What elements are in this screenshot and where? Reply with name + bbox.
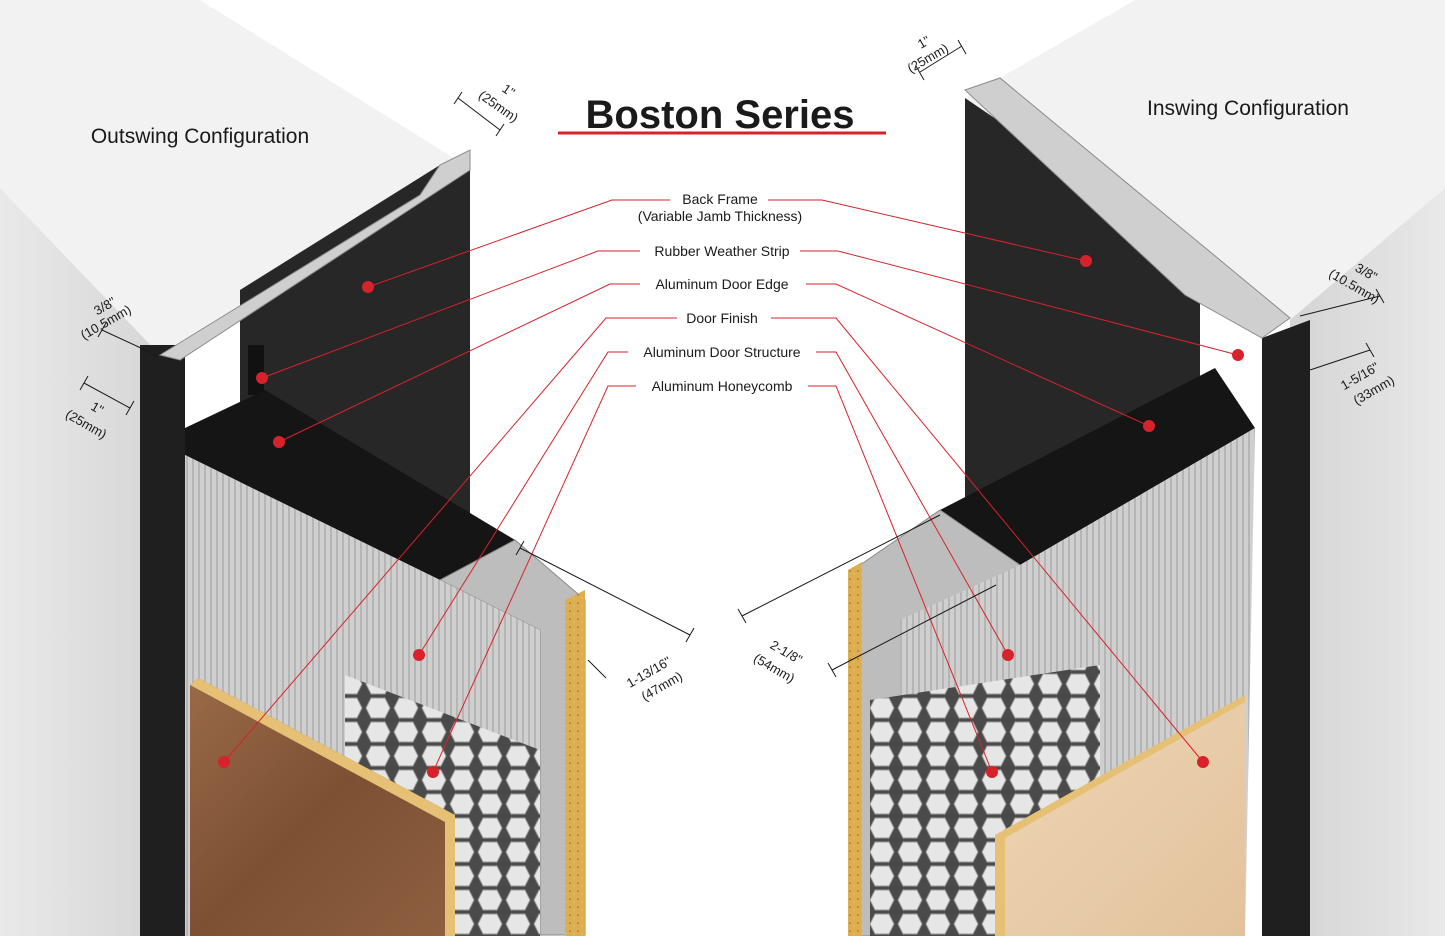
callout-door-finish: Door Finish: [686, 310, 758, 326]
dot-honeycomb-right: [986, 766, 998, 778]
left-core-edge: [565, 590, 585, 936]
leader-structure-left: [418, 351, 628, 656]
diagram-title: Boston Series: [586, 93, 855, 137]
leader-honeycomb-left: [432, 385, 636, 773]
dot-finish-right: [1197, 756, 1209, 768]
dot-back-frame-left: [362, 281, 374, 293]
inswing-assembly: [848, 0, 1445, 936]
leader-back-frame-right: [768, 199, 1087, 262]
dim-left-top-mm: (25mm): [476, 87, 521, 125]
dot-finish-left: [218, 756, 230, 768]
left-jamb: [140, 345, 185, 936]
right-frame-profile: [964, 77, 1291, 339]
callout-dots: [218, 255, 1244, 778]
left-weather-strip: [248, 345, 264, 395]
leader-weather-strip-right: [800, 250, 1239, 356]
callout-back-frame-sub: (Variable Jamb Thickness): [638, 208, 802, 224]
dot-structure-right: [1002, 649, 1014, 661]
dot-weather-strip-left: [256, 372, 268, 384]
callout-door-edge: Aluminum Door Edge: [655, 276, 788, 292]
dim-left-top-in: 1": [499, 81, 518, 100]
right-door-finish: [1005, 700, 1245, 936]
dot-door-edge-left: [273, 436, 285, 448]
leader-door-edge-right: [806, 283, 1150, 427]
leader-weather-strip-left: [261, 250, 640, 379]
left-wall-top: [0, 0, 470, 355]
callout-door-structure: Aluminum Door Structure: [643, 344, 800, 360]
dot-door-edge-right: [1143, 420, 1155, 432]
dimension-lines: [79, 39, 1385, 679]
leader-honeycomb-right: [808, 385, 993, 773]
left-frame-profile: [158, 149, 471, 361]
leader-lines: [223, 199, 1239, 773]
leader-door-finish-left: [223, 317, 677, 763]
right-jamb: [1262, 320, 1310, 936]
callout-back-frame: Back Frame: [682, 191, 758, 207]
inswing-label: Inswing Configuration: [1147, 97, 1349, 120]
outswing-assembly: [0, 0, 586, 936]
callout-honeycomb: Aluminum Honeycomb: [652, 378, 793, 394]
leader-door-finish-right: [771, 317, 1204, 763]
right-core-edge: [848, 562, 862, 936]
outswing-label: Outswing Configuration: [91, 125, 309, 148]
dot-honeycomb-left: [427, 766, 439, 778]
right-wall-top: [965, 0, 1445, 320]
callout-weather-strip: Rubber Weather Strip: [654, 243, 789, 259]
leader-structure-right: [816, 351, 1009, 656]
left-wall-face: [0, 188, 160, 936]
dot-structure-left: [413, 649, 425, 661]
leader-back-frame-left: [367, 199, 670, 288]
leader-door-edge-left: [278, 283, 640, 443]
left-door-edge: [185, 390, 515, 580]
left-door-finish: [190, 678, 455, 936]
right-door-edge: [940, 368, 1255, 565]
dot-back-frame-right: [1080, 255, 1092, 267]
right-wall-face: [1290, 188, 1445, 936]
dot-weather-strip-right: [1232, 349, 1244, 361]
